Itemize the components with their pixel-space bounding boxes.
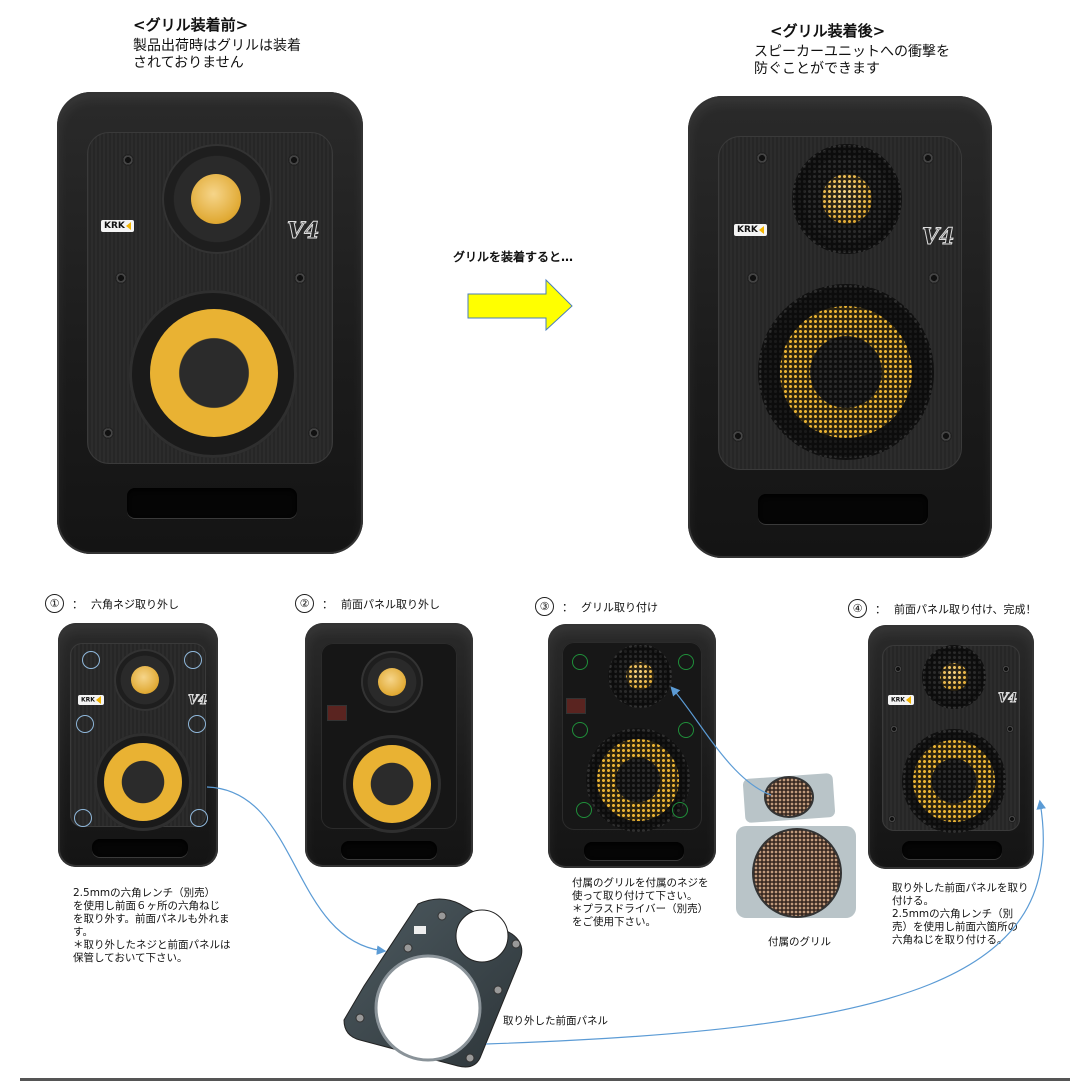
bass-port xyxy=(127,488,297,518)
screw-icon xyxy=(747,272,759,284)
included-grille-photo xyxy=(732,772,862,922)
removed-panel-photo xyxy=(343,898,523,1068)
v4-logo: V4 xyxy=(286,218,320,245)
step-number: ① xyxy=(45,594,64,613)
right-arrow-icon xyxy=(467,278,573,332)
step-title: 前面パネル取り外し xyxy=(341,597,440,611)
step-2-label: ② ： 前面パネル取り外し xyxy=(295,594,440,613)
after-title: <グリル装着後> xyxy=(770,22,886,40)
screw-marker xyxy=(576,802,592,818)
step-title: グリル取り付け xyxy=(581,600,658,614)
step-number: ② xyxy=(295,594,314,613)
krk-logo: KRK xyxy=(78,695,104,705)
woofer-grille xyxy=(758,284,934,460)
step-number: ③ xyxy=(535,597,554,616)
woofer-cone xyxy=(150,309,278,437)
step-title: 六角ネジ取り外し xyxy=(91,597,179,611)
screw-marker xyxy=(672,802,688,818)
step-1-caption: 2.5mmの六角レンチ（別売） を使用し前面６ヶ所の六角ねじ を取り外す。前面パ… xyxy=(73,887,231,964)
screw-marker xyxy=(678,654,694,670)
step-3-caption: 付属のグリルを付属のネジを 使って取り付けて下さい。 ＊プラスドライバー（別売）… xyxy=(572,877,709,928)
tweeter-dome xyxy=(191,174,241,224)
screw-icon xyxy=(928,272,940,284)
screw-icon xyxy=(308,427,320,439)
krk-logo: KRK xyxy=(734,224,767,236)
screw-marker xyxy=(678,722,694,738)
screw-marker xyxy=(572,722,588,738)
screw-icon xyxy=(756,152,768,164)
v4-logo: V4 xyxy=(921,224,955,251)
v4-logo: V4 xyxy=(187,693,208,709)
before-title: <グリル装着前> xyxy=(133,16,249,34)
step-2-photo xyxy=(305,623,473,867)
speaker-after-photo: KRK V4 xyxy=(688,96,992,558)
screw-icon xyxy=(102,427,114,439)
krk-logo: KRK xyxy=(101,220,134,232)
connector-block xyxy=(327,705,347,721)
speaker-before-photo: KRK V4 xyxy=(57,92,363,554)
before-description: 製品出荷時はグリルは装着 されておりません xyxy=(133,38,301,71)
transition-label: グリルを装着すると… xyxy=(453,250,574,264)
step-number: ④ xyxy=(848,599,867,618)
step-3-photo xyxy=(548,624,716,868)
step-4-label: ④ ： 前面パネル取り付け、完成！ xyxy=(848,599,1036,618)
screw-icon xyxy=(288,154,300,166)
included-grille-label: 付属のグリル xyxy=(768,936,831,948)
step-3-label: ③ ： グリル取り付け xyxy=(535,597,658,616)
screw-icon xyxy=(122,154,134,166)
step-title: 前面パネル取り付け、完成！ xyxy=(894,602,1037,616)
screw-marker xyxy=(572,654,588,670)
screw-icon xyxy=(294,272,306,284)
removed-panel-label: 取り外した前面パネル xyxy=(503,1015,608,1027)
screw-icon xyxy=(922,152,934,164)
step-4-caption: 取り外した前面パネルを取り 付ける。 2.5mmの六角レンチ（別 売）を使用し前… xyxy=(892,882,1029,946)
bass-port xyxy=(758,494,928,524)
bottom-divider xyxy=(20,1078,1070,1081)
step-4-photo: KRK V4 xyxy=(868,625,1034,869)
tweeter-grille xyxy=(792,144,902,254)
v4-logo: V4 xyxy=(997,691,1018,707)
after-description: スピーカーユニットへの衝撃を 防ぐことができます xyxy=(754,44,950,77)
step-1-photo: KRK V4 xyxy=(58,623,218,867)
krk-logo: KRK xyxy=(888,695,914,705)
screw-icon xyxy=(115,272,127,284)
screw-icon xyxy=(732,430,744,442)
step-1-label: ① ： 六角ネジ取り外し xyxy=(45,594,179,613)
screw-icon xyxy=(940,430,952,442)
